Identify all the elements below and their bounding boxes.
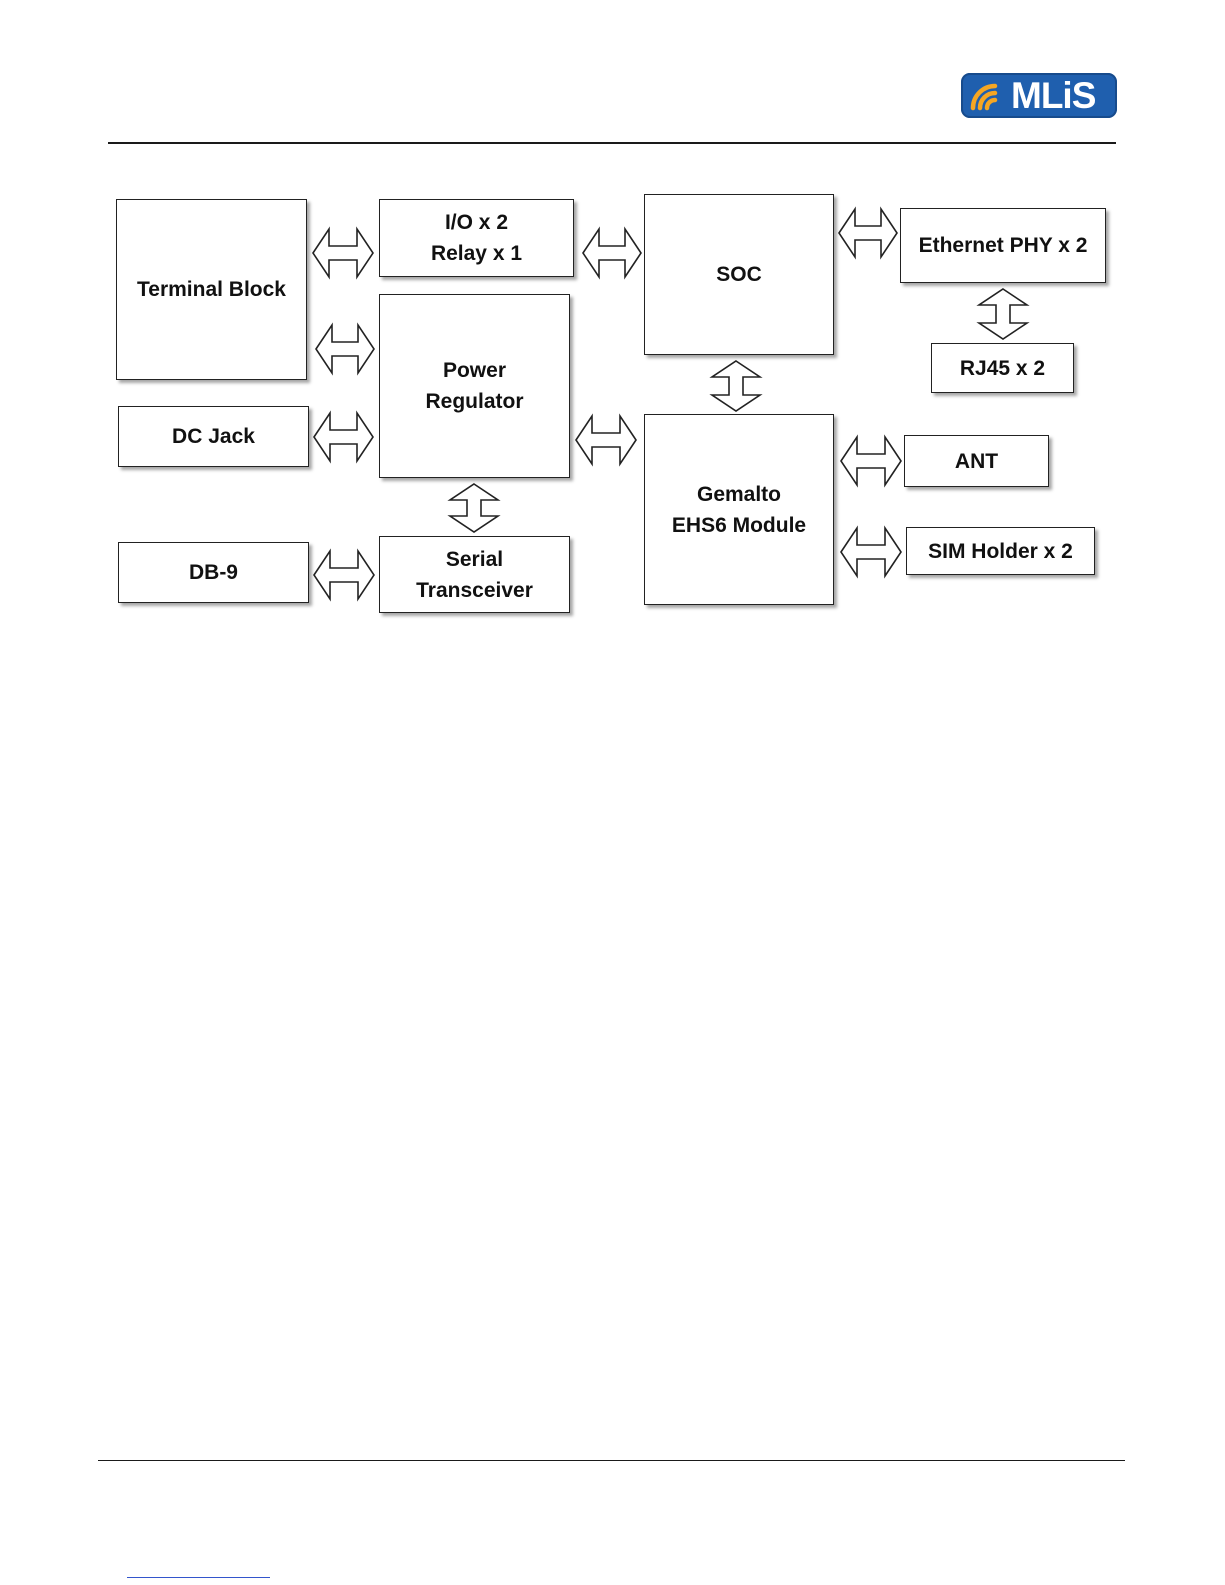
- power-regulator-block: Power Regulator: [379, 294, 570, 478]
- arrow-io-soc: [583, 229, 641, 277]
- ant-block: ANT: [904, 435, 1049, 487]
- sim-holder-block: SIM Holder x 2: [906, 527, 1095, 575]
- serial-transceiver-block: Serial Transceiver: [379, 536, 570, 613]
- arrow-dcjack-power: [314, 413, 373, 461]
- rj45-block: RJ45 x 2: [931, 343, 1074, 393]
- footer-rule: [98, 1460, 1125, 1461]
- arrow-terminal-io: [313, 229, 373, 277]
- ethernet-phy-block: Ethernet PHY x 2: [900, 208, 1106, 283]
- arrow-ethernet-rj45: [979, 289, 1027, 339]
- db9-block: DB-9: [118, 542, 309, 603]
- footer-link-underline: [127, 1577, 270, 1578]
- gemalto-module-block: Gemalto EHS6 Module: [644, 414, 834, 605]
- dc-jack-block: DC Jack: [118, 406, 309, 467]
- terminal-block: Terminal Block: [116, 199, 307, 380]
- arrow-power-serial: [450, 484, 498, 532]
- arrow-gemalto-sim: [841, 528, 901, 576]
- arrow-soc-ethernet: [839, 209, 897, 257]
- arrow-power-gemalto: [576, 416, 636, 464]
- soc-block: SOC: [644, 194, 834, 355]
- arrow-gemalto-ant: [841, 437, 901, 485]
- arrow-terminal-power: [316, 325, 374, 373]
- arrow-soc-gemalto: [712, 361, 760, 411]
- io-relay-block: I/O x 2 Relay x 1: [379, 199, 574, 277]
- arrow-db9-serial: [314, 551, 374, 599]
